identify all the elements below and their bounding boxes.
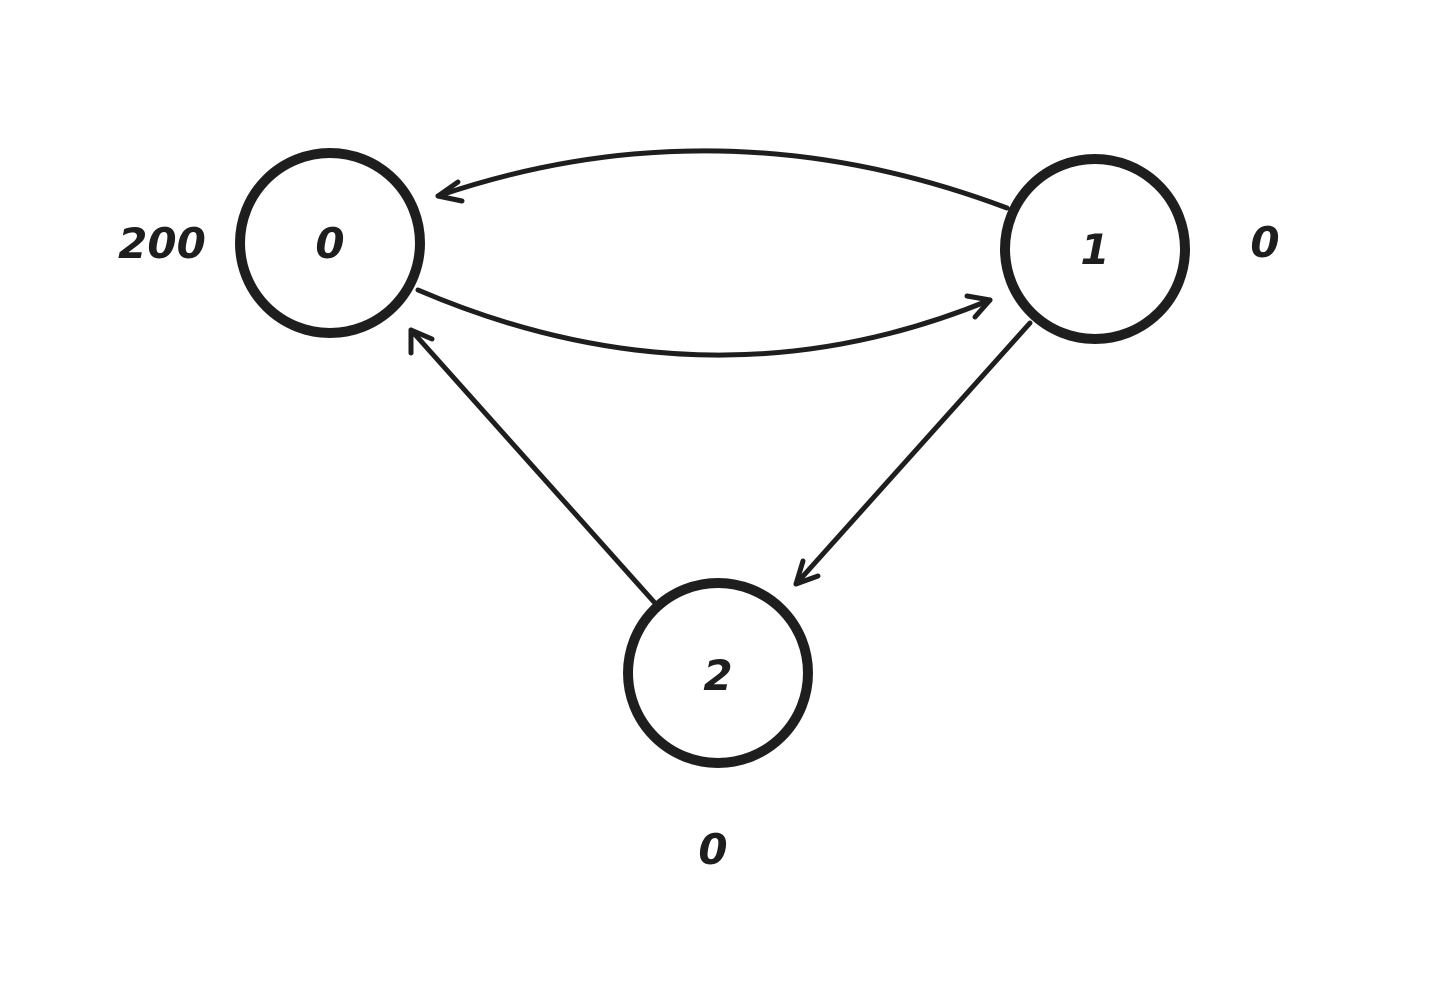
edge-1-to-0-line: [435, 148, 1010, 211]
node-1-label: 1: [1080, 225, 1109, 274]
node-2-circle: [623, 578, 813, 768]
edge-0-to-1: [415, 287, 993, 358]
node-0-label: 0: [315, 219, 344, 268]
edge-0-to-1-arrowhead: [964, 293, 993, 320]
node-2: 2: [623, 578, 813, 768]
edges: [408, 148, 1033, 605]
edge-1-to-0-arrowhead: [435, 179, 465, 204]
node-0-value: 200: [118, 219, 206, 268]
edge-1-to-2-line: [793, 320, 1033, 587]
node-0: 0: [235, 148, 425, 338]
edge-2-to-0-line: [408, 327, 657, 605]
edge-2-to-0-arrowhead: [408, 327, 435, 356]
node-0-circle: [235, 148, 425, 338]
edge-0-to-1-line: [415, 287, 993, 358]
node-1-circle: [1000, 154, 1190, 344]
node-2-label: 2: [703, 651, 732, 700]
node-1-value: 0: [1250, 218, 1279, 267]
edge-1-to-0: [435, 148, 1010, 211]
node-2-value: 0: [698, 825, 727, 874]
edge-1-to-2: [793, 320, 1033, 587]
edge-1-to-2-arrowhead: [793, 558, 821, 587]
node-1: 1: [1000, 154, 1190, 344]
edge-2-to-0: [408, 327, 657, 605]
